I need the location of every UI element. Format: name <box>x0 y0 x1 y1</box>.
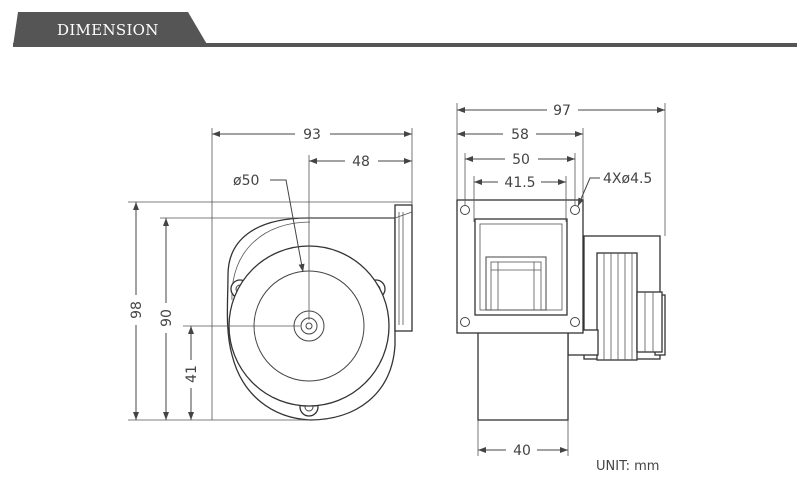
mount-hole-bl <box>460 317 470 327</box>
dim-side-total-width: 97 <box>553 103 571 119</box>
side-view: 97 58 50 41.5 4Xø4.5 40 UNIT: mm <box>456 103 666 474</box>
dim-body-height: 90 <box>159 309 175 327</box>
dim-outlet-width: 40 <box>513 443 531 459</box>
unit-label: UNIT: mm <box>596 459 659 474</box>
dim-outlet-diameter: ø50 <box>233 173 259 189</box>
mount-hole-tr <box>570 205 580 215</box>
mount-hole-tl <box>460 205 470 215</box>
side-lower-housing <box>477 329 569 421</box>
header-rule <box>13 43 797 47</box>
dim-hole-spacing-50: 50 <box>512 152 530 168</box>
section-header: DIMENSION <box>13 12 797 47</box>
dim-center-offset: 48 <box>352 154 370 170</box>
outlet-flange <box>394 204 413 332</box>
dim-hole-spacing-41-5: 41.5 <box>504 175 535 191</box>
dim-front-width: 93 <box>303 127 321 143</box>
dim-center-height: 41 <box>184 365 200 383</box>
front-view: 93 48 ø50 98 90 41 <box>128 127 413 421</box>
section-title: DIMENSION <box>57 21 159 39</box>
mount-hole-br <box>570 317 580 327</box>
header-tab-shape <box>13 12 208 46</box>
motor-fins <box>596 252 638 361</box>
dim-flange-width: 58 <box>511 127 529 143</box>
outlet-opening <box>474 218 568 316</box>
dim-total-height: 98 <box>129 301 145 319</box>
dim-mounting-holes: 4Xø4.5 <box>603 171 652 187</box>
